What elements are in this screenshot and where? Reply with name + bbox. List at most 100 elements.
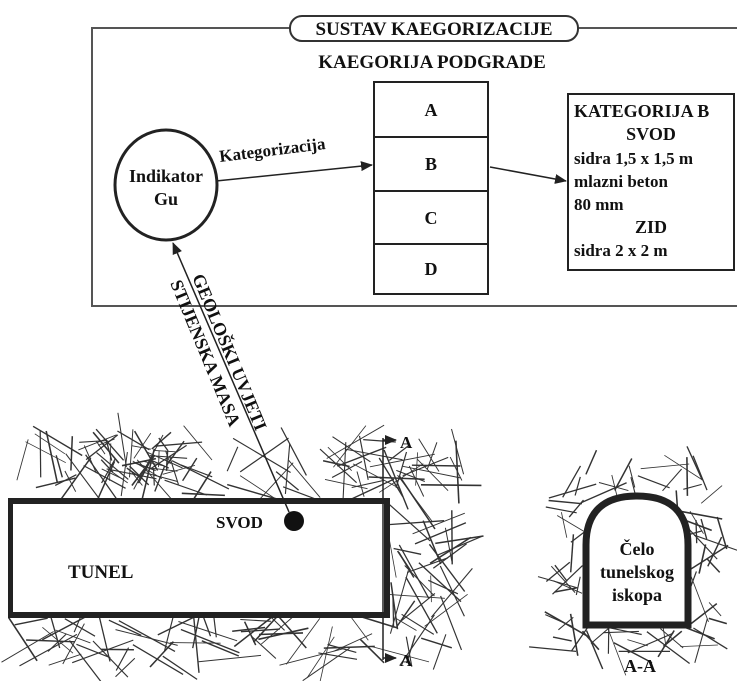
rock-hatch-stroke — [369, 453, 435, 468]
rock-hatch-stroke — [404, 565, 435, 597]
rock-hatch-stroke — [371, 646, 430, 663]
rock-hatch-stroke — [575, 576, 581, 596]
rock-hatch-stroke — [165, 450, 171, 465]
rock-hatch-stroke — [451, 428, 465, 475]
rock-hatch-stroke — [569, 613, 579, 656]
rock-hatch-stroke — [164, 479, 208, 496]
rock-hatch-stroke — [385, 520, 445, 526]
rock-hatch-stroke — [383, 449, 409, 510]
rock-hatch-stroke — [429, 536, 472, 564]
rock-hatch-stroke — [435, 535, 484, 545]
rock-hatch-stroke — [598, 482, 629, 492]
rock-hatch-stroke — [100, 459, 114, 473]
rock-hatch-stroke — [548, 483, 597, 499]
rock-hatch-stroke — [232, 437, 291, 473]
rock-hatch-stroke — [115, 657, 136, 678]
rock-hatch-stroke — [396, 550, 412, 572]
rock-hatch-stroke — [154, 465, 166, 492]
rock-hatch-stroke — [700, 518, 708, 540]
svod-point — [284, 511, 304, 531]
rock-hatch-stroke — [395, 451, 408, 488]
rock-hatch-stroke — [285, 618, 321, 665]
rock-hatch-stroke — [607, 626, 627, 676]
rock-hatch-stroke — [117, 430, 150, 451]
section-label: A-A — [624, 656, 656, 676]
rock-hatch-stroke — [198, 654, 262, 663]
rock-hatch-stroke — [708, 602, 722, 617]
rock-hatch-stroke — [585, 630, 604, 670]
rock-hatch-stroke — [180, 464, 213, 478]
result-box — [567, 93, 735, 271]
rock-hatch-stroke — [240, 628, 280, 633]
rock-hatch-stroke — [326, 424, 385, 459]
rock-hatch-stroke — [398, 475, 436, 530]
rock-hatch-stroke — [412, 512, 465, 535]
geology-arrow — [172, 242, 290, 513]
rock-hatch-stroke — [162, 655, 198, 680]
rock-hatch-stroke — [55, 455, 63, 478]
rock-hatch-stroke — [279, 648, 344, 666]
rock-hatch-stroke — [646, 631, 690, 665]
rock-hatch-stroke — [628, 465, 636, 488]
rock-hatch-stroke — [132, 644, 184, 675]
rock-hatch-stroke — [613, 642, 653, 664]
rock-hatch-stroke — [137, 456, 154, 484]
rock-hatch-stroke — [126, 467, 141, 478]
categorization-label: Kategorizacija — [218, 134, 327, 166]
rock-hatch-stroke — [79, 439, 108, 443]
rock-hatch-stroke — [348, 614, 369, 641]
rock-hatch-stroke — [580, 482, 627, 504]
rock-hatch-stroke — [302, 647, 350, 681]
rock-hatch-stroke — [149, 458, 170, 469]
rock-hatch-stroke — [59, 457, 92, 501]
category-box-a — [373, 81, 489, 138]
rock-hatch-stroke — [382, 593, 445, 599]
rock-hatch-stroke — [393, 547, 422, 555]
rock-hatch-stroke — [414, 522, 467, 545]
rock-hatch-stroke — [640, 463, 690, 470]
rock-hatch-stroke — [256, 462, 294, 503]
rock-hatch-stroke — [405, 576, 438, 634]
rock-hatch-stroke — [706, 558, 721, 573]
category-stack: A B C D — [373, 81, 489, 295]
rock-hatch-stroke — [614, 458, 633, 491]
rock-hatch-stroke — [455, 440, 460, 504]
rock-hatch-stroke — [64, 470, 77, 492]
rock-hatch-stroke — [192, 608, 200, 673]
rock-hatch-stroke — [552, 636, 572, 642]
rock-hatch-stroke — [76, 643, 111, 659]
rock-hatch-stroke — [32, 425, 83, 457]
section-marker-top: A — [400, 433, 413, 452]
result-zid-line-1: sidra 2 x 2 m — [574, 241, 668, 260]
rock-hatch-stroke — [120, 452, 128, 497]
category-label-b: B — [425, 154, 437, 174]
rock-hatch-stroke — [428, 579, 459, 595]
rock-hatch-stroke — [170, 642, 221, 644]
rock-hatch-stroke — [420, 484, 482, 487]
rock-hatch-stroke — [158, 450, 160, 468]
rock-hatch-stroke — [537, 576, 578, 589]
rock-hatch-stroke — [352, 463, 401, 490]
rock-hatch-stroke — [180, 628, 240, 654]
rock-hatch-stroke — [562, 465, 582, 498]
rock-hatch-stroke — [716, 516, 728, 550]
rock-hatch-stroke — [574, 476, 581, 496]
rock-hatch-stroke — [129, 429, 134, 478]
rock-hatch-stroke — [109, 470, 128, 484]
rock-hatch-stroke — [149, 455, 188, 459]
result-arrow — [489, 166, 567, 184]
result-svod-line-1: sidra 1,5 x 1,5 m — [574, 149, 693, 168]
rock-hatch-stroke — [35, 477, 76, 489]
rock-hatch-stroke — [306, 636, 335, 679]
rock-hatch-stroke — [388, 503, 431, 542]
rock-hatch-stroke — [109, 443, 112, 481]
rock-hatch-stroke — [708, 617, 728, 625]
face-rock-hatching — [529, 446, 737, 676]
rock-hatch-stroke — [96, 452, 129, 480]
rock-hatch-stroke — [70, 436, 74, 471]
rock-hatch-stroke — [407, 557, 449, 574]
rock-hatch-stroke — [695, 519, 698, 544]
rock-hatch-stroke — [545, 506, 577, 514]
rock-hatch-stroke — [78, 434, 117, 451]
